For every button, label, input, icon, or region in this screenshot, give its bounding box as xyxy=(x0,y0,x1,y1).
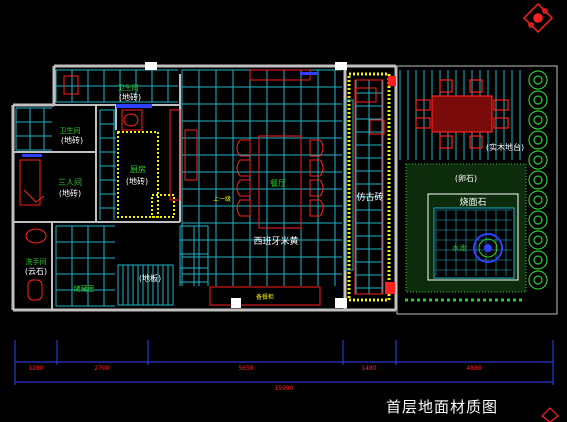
label-pebble: (卵石) xyxy=(455,173,477,183)
drawing-title: 首层地面材质图 xyxy=(386,398,499,416)
dim-seg-2: 2700 xyxy=(94,365,109,372)
label-deck: (实木地台) xyxy=(486,142,524,152)
label-up: 上一级 xyxy=(213,195,231,203)
label-top-room-sub: 卫生间 xyxy=(118,83,139,92)
label-laundry: 洗手间 xyxy=(26,257,47,266)
dim-seg-4: 1480 xyxy=(361,365,376,372)
label-bath-sub: 卫生间 xyxy=(60,126,81,135)
label-room3-sub: (地砖) xyxy=(59,188,81,198)
label-pool-edge: 烧面石 xyxy=(459,196,486,208)
stair xyxy=(117,264,174,306)
dim-total: 15990 xyxy=(274,385,293,392)
kitchen-block xyxy=(117,131,175,218)
red-markers xyxy=(355,76,396,294)
label-top-room: (地砖) xyxy=(119,92,141,102)
label-stair: (地板) xyxy=(139,273,161,283)
corridor-antique-tile xyxy=(344,72,391,302)
dining-table xyxy=(236,135,324,229)
blue-markers xyxy=(22,72,318,157)
dim-seg-1: 1280 xyxy=(28,365,43,372)
corner-icon xyxy=(541,407,559,422)
label-kitchen-sub: (地砖) xyxy=(126,176,148,186)
room-labels: 卫生间 (地砖) 卫生间 (地砖) 三人间 (地砖) 厨房 (地砖) 洗手间 (… xyxy=(25,83,524,301)
label-dining-material: 西班牙米黄 xyxy=(253,235,298,247)
north-arrow-icon xyxy=(522,2,554,34)
dim-seg-5: 4880 xyxy=(466,365,481,372)
label-corridor: 仿古砖 xyxy=(356,191,383,203)
dimension-labels: 1280 2700 5650 1480 4880 15990 xyxy=(28,365,481,392)
label-dining: 餐厅 xyxy=(270,179,286,188)
label-storage: 储藏室 xyxy=(74,284,95,293)
door-marks xyxy=(145,62,347,308)
label-kitchen: 厨房 xyxy=(130,164,146,174)
label-bath: (地砖) xyxy=(61,135,83,145)
garden xyxy=(396,65,558,315)
dim-seg-3: 5650 xyxy=(238,365,253,372)
label-room3: 三人间 xyxy=(58,178,82,187)
label-laundry-sub: (云石) xyxy=(25,267,47,276)
tile-grid xyxy=(15,69,383,307)
dimension-line xyxy=(14,340,554,385)
label-cabinet: 备餐柜 xyxy=(256,293,274,301)
label-pool: 水池 xyxy=(452,243,466,252)
bath-fixtures xyxy=(19,75,139,301)
